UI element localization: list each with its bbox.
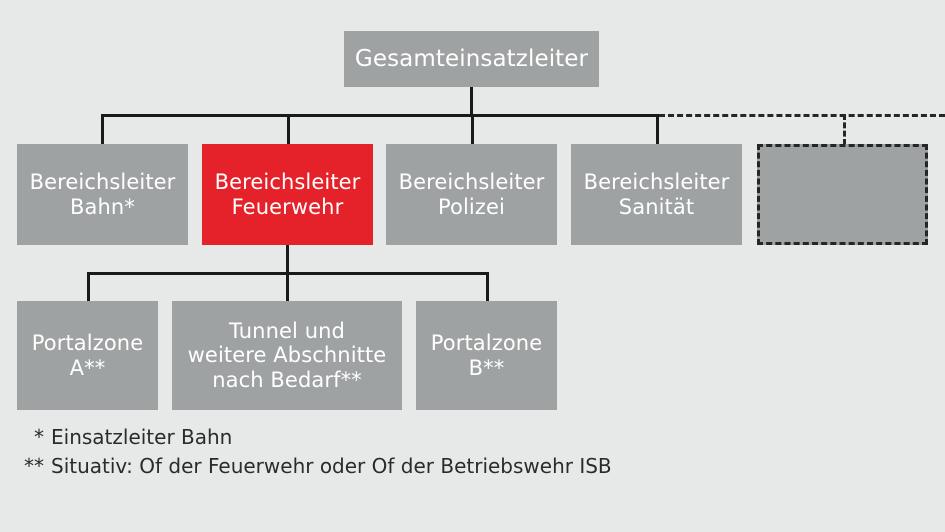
footnote-double-asterisk: ** Situativ: Of der Feuerwehr oder Of de… (14, 452, 714, 481)
connector-drop-tunnel (286, 272, 289, 302)
footnote-list: * Einsatzleiter Bahn ** Situativ: Of der… (14, 423, 714, 481)
footnote-marker: * (34, 425, 44, 449)
connector-drop-placeholder-dashed (843, 114, 846, 145)
node-gesamteinsatzleiter[interactable]: Gesamteinsatzleiter (344, 31, 599, 87)
connector-l2-bus-dashed (659, 114, 945, 117)
footnote-marker: ** (24, 454, 44, 478)
footnote-text: Situativ: Of der Feuerwehr oder Of der B… (51, 454, 612, 478)
connector-drop-polizei (471, 114, 474, 145)
connector-drop-bahn (101, 114, 104, 145)
footnote-text: Einsatzleiter Bahn (51, 425, 233, 449)
connector-drop-portalzone-b (486, 272, 489, 302)
footnote-single-asterisk: * Einsatzleiter Bahn (14, 423, 714, 452)
connector-l1-drop (470, 87, 473, 116)
connector-l2-bus (101, 114, 659, 117)
connector-drop-portalzone-a (87, 272, 90, 302)
connector-drop-sanitaet (656, 114, 659, 145)
connector-drop-feuerwehr (287, 114, 290, 145)
node-bereichsleiter-placeholder[interactable] (757, 144, 928, 245)
node-label: Gesamteinsatzleiter (354, 45, 589, 72)
